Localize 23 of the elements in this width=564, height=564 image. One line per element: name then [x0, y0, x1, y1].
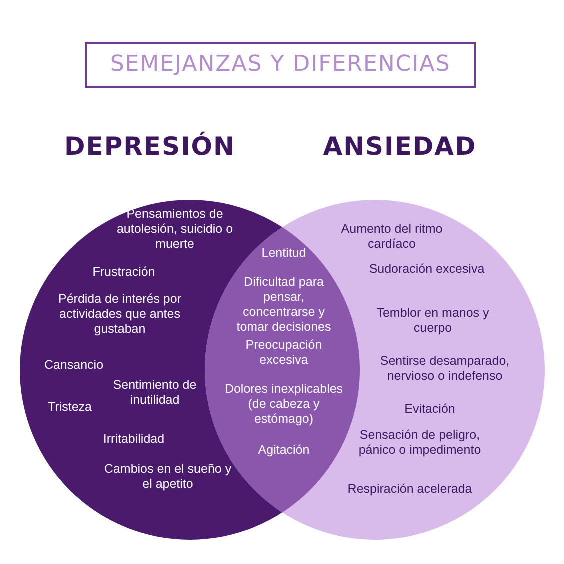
symptom-text: Aumento del ritmo cardíaco [340, 222, 444, 252]
set-heading: ANSIEDAD [323, 132, 477, 161]
symptom-text: Evitación [404, 402, 456, 417]
symptom-text: Preocupación excesiva [244, 338, 324, 368]
symptom-text: Sudoración excesiva [368, 262, 486, 277]
title-banner: SEMEJANZAS Y DIFERENCIAS [85, 42, 476, 88]
symptom-text: Lentitud [260, 246, 308, 261]
symptom-text: Pensamientos de autolesión, suicidio o muerte [116, 207, 234, 252]
symptom-text: Cansancio [43, 358, 105, 373]
symptom-text: Dolores inexplicables (de cabeza y estómago) [224, 382, 344, 427]
set-heading: DEPRESIÓN [64, 132, 236, 161]
symptom-text: Sensación de peligro, pánico o impedimento [358, 428, 482, 458]
symptom-text: Frustración [92, 265, 156, 280]
symptom-text: Temblor en manos y cuerpo [376, 306, 490, 336]
symptom-text: Irritabilidad [102, 432, 166, 447]
symptom-text: Cambios en el sueño y el apetito [103, 462, 233, 492]
symptom-text: Dificultad para pensar, concentrarse y tomar decisiones [236, 275, 332, 335]
symptom-text: Sentimiento de inutilidad [112, 378, 198, 408]
symptom-text: Agitación [257, 443, 311, 458]
symptom-text: Respiración acelerada [346, 482, 474, 497]
symptom-text: Sentirse desamparado, nervioso o indefenso [379, 354, 511, 384]
symptom-text: Tristeza [47, 400, 93, 415]
symptom-text: Pérdida de interés por actividades que antes gustaban [58, 292, 182, 337]
